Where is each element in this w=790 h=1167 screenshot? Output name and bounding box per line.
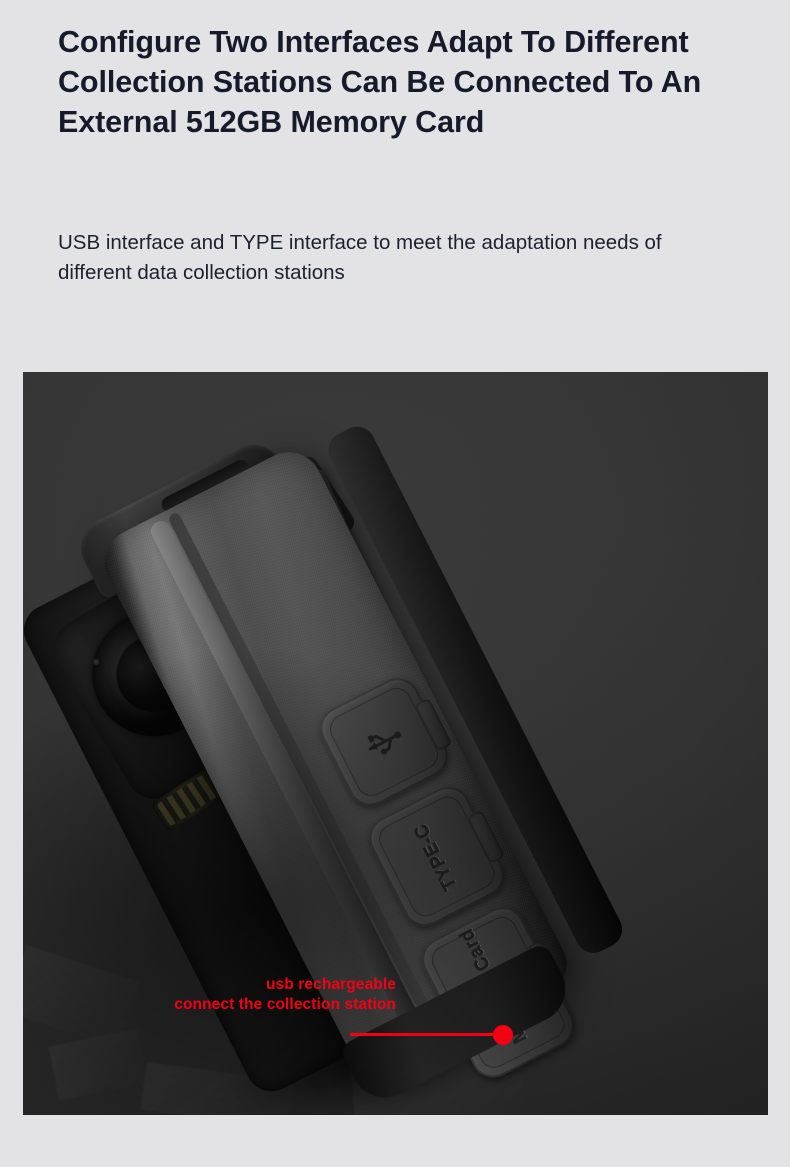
floor-shard (48, 1028, 148, 1101)
page-subtitle: USB interface and TYPE interface to meet… (58, 231, 662, 284)
usb-callout-label: usb rechargeable connect the collection … (174, 976, 396, 1013)
usb-callout-dot (493, 1025, 513, 1045)
page-title: Configure Two Interfaces Adapt To Differ… (58, 25, 702, 139)
usb-callout-line (350, 1033, 502, 1036)
product-image-panel: TYPE-C Memory Card usb rechargeable conn… (23, 372, 768, 1115)
